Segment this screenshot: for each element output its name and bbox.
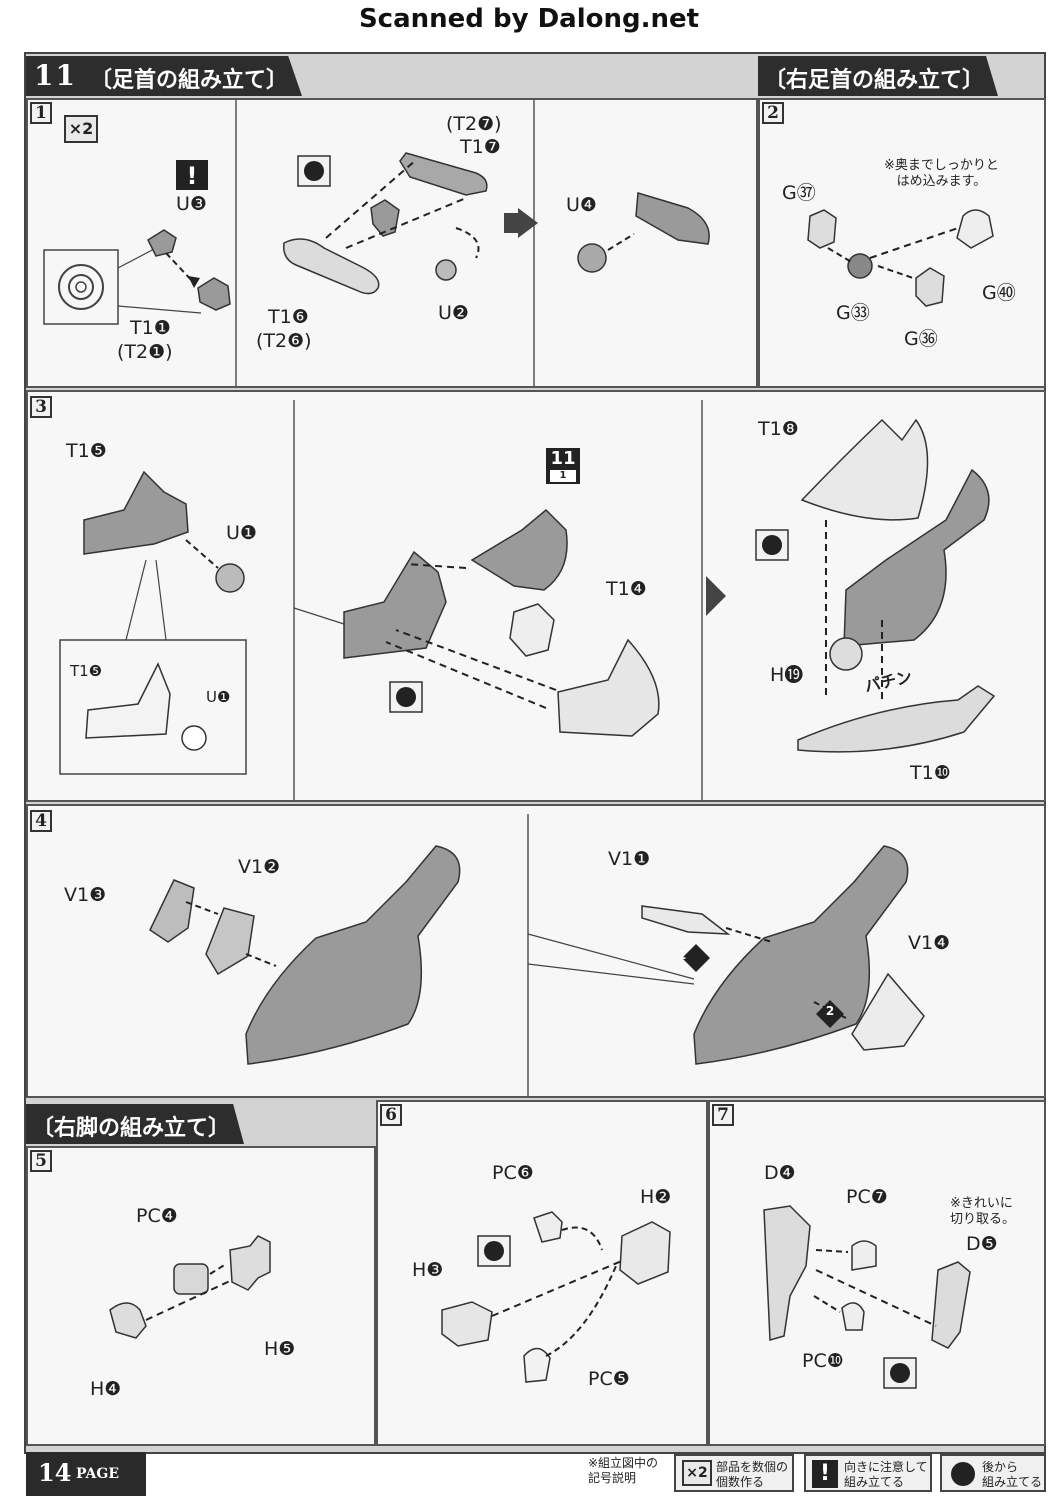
step-5-panel [26, 1146, 376, 1446]
part-label-d5: D❺ [966, 1233, 998, 1255]
part-label-t21: (T2❶) [117, 341, 173, 363]
right-ankle-header: 〔右足首の組み立て〕 [758, 56, 998, 96]
svg-text:!: ! [187, 162, 198, 190]
order-badge-1: 1 [677, 948, 687, 962]
part-label-u4: U❹ [566, 194, 597, 216]
part-label-v12: V1❷ [238, 856, 281, 878]
section-header: 11 〔足首の組み立て〕 [26, 56, 302, 96]
part-label-u3: U❸ [176, 193, 207, 215]
part-label-g36: G㊱ [904, 328, 938, 350]
legend-back-icon [951, 1462, 975, 1486]
part-label-h5: H❺ [264, 1338, 296, 1360]
step-2-drawing [807, 209, 994, 307]
step-number: 6 [380, 1104, 402, 1126]
part-label-t16: T1❻ [268, 306, 309, 328]
step-number: 1 [30, 102, 52, 124]
part-label-pc4: PC❹ [136, 1205, 178, 1227]
part-label-h2: H❷ [640, 1186, 672, 1208]
legend-x2-text-value: 部品を数個の 個数作る [716, 1460, 789, 1489]
page-number: 14 [38, 1458, 72, 1487]
step-5-7-drawing [109, 1205, 971, 1389]
step-number: 7 [712, 1104, 734, 1126]
part-label-g37: G㊲ [782, 182, 816, 204]
step-number: 3 [30, 396, 52, 418]
step-number: 4 [30, 810, 52, 832]
section-title: 〔足首の組み立て〕 [90, 67, 289, 93]
step-7-note: ※きれいに 切り取る。 [950, 1196, 1015, 1228]
part-label-u1: U❶ [226, 522, 257, 544]
part-label-t110: T1❿ [910, 762, 951, 784]
legend-title-text: ※組立図中の 記号説明 [588, 1456, 659, 1485]
order-badge-2: 2 [825, 1004, 835, 1018]
step-2-note-text: ※奥までしっかりと はめ込みます。 [884, 158, 999, 189]
step-2-panel [758, 98, 1046, 388]
part-label-t26: (T2❻) [256, 330, 312, 352]
step-4-drawing [149, 814, 925, 1098]
right-leg-header: 〔右脚の組み立て〕 [26, 1104, 244, 1144]
step-7-panel [708, 1100, 1046, 1446]
part-label-d4: D❹ [764, 1162, 796, 1184]
part-label-t17: T1❼ [460, 136, 501, 158]
step-3-drawing [59, 400, 996, 802]
part-label-u1-detail: U❶ [206, 688, 231, 706]
legend-back-text: 後から 組み立てる [982, 1460, 1046, 1490]
part-label-pc7: PC❼ [846, 1186, 888, 1208]
step-2-note: ※奥までしっかりと はめ込みます。 [884, 158, 999, 190]
section-number: 11 [34, 59, 77, 92]
legend-x2-text: 部品を数個の 個数作る [716, 1460, 794, 1490]
part-label-pc10: PC❿ [802, 1350, 844, 1372]
part-label-pc6: PC❻ [492, 1162, 534, 1184]
cross-ref-sub: 1 [550, 470, 576, 482]
part-label-t11: T1❶ [130, 317, 171, 339]
part-label-v11: V1❶ [608, 848, 651, 870]
step-number: 2 [762, 102, 784, 124]
legend-x2: ×2 部品を数個の 個数作る [674, 1454, 794, 1492]
cross-ref-step: 11 [550, 448, 576, 469]
legend-warn-icon: ! [812, 1460, 838, 1488]
step-number: 5 [30, 1150, 52, 1172]
right-leg-title: 〔右脚の組み立て〕 [32, 1115, 231, 1141]
scan-credit: Scanned by Dalong.net [358, 4, 700, 34]
page-word: PAGE [76, 1466, 119, 1482]
part-label-g33: G㉝ [836, 302, 870, 324]
part-label-u2: U❷ [438, 302, 469, 324]
part-label-pc5: PC❺ [588, 1368, 630, 1390]
right-ankle-title: 〔右足首の組み立て〕 [764, 67, 985, 93]
legend-x2-icon: ×2 [682, 1460, 712, 1486]
part-label-t14: T1❹ [606, 578, 647, 600]
legend-title: ※組立図中の 記号説明 [588, 1456, 664, 1486]
part-label-h19: H⓳ [770, 664, 804, 686]
step-1-panel [26, 98, 758, 388]
step-1-drawing: ! [43, 98, 710, 388]
part-label-t15-detail: T1❺ [70, 662, 103, 680]
cross-ref-badge: 11 1 [546, 448, 580, 484]
legend-warn-text-value: 向きに注意して 組み立てる [844, 1460, 928, 1489]
part-label-g40: G㊵ [982, 282, 1016, 304]
page-number-bar [26, 1452, 146, 1496]
legend-back-text-value: 後から 組み立てる [982, 1460, 1043, 1489]
part-label-h4: H❹ [90, 1378, 122, 1400]
legend-warn: ! 向きに注意して 組み立てる [804, 1454, 932, 1492]
part-label-t18: T1❽ [758, 418, 799, 440]
part-label-t15: T1❺ [66, 440, 107, 462]
step-7-note-text: ※きれいに 切り取る。 [950, 1196, 1016, 1227]
legend-back: 後から 組み立てる [940, 1454, 1046, 1492]
legend-warn-text: 向きに注意して 組み立てる [844, 1460, 932, 1490]
part-label-v13: V1❸ [64, 884, 107, 906]
times-two-badge: ×2 [64, 115, 98, 143]
part-label-h3: H❸ [412, 1259, 444, 1281]
part-label-v14: V1❹ [908, 932, 951, 954]
part-label-t27: (T2❼) [446, 113, 502, 135]
